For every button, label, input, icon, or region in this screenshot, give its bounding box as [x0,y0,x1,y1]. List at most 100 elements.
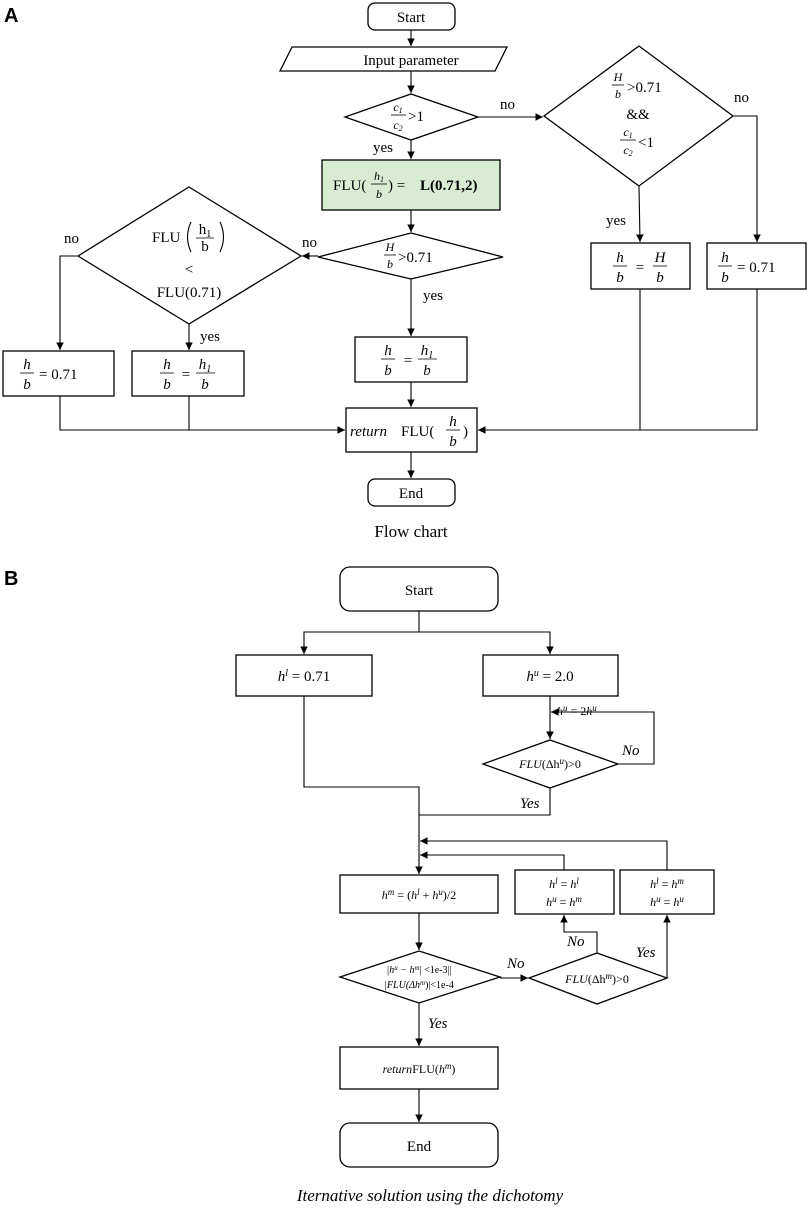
svg-text:H: H [654,250,667,266]
svg-text:|FLU(Δhm)|<1e-4: |FLU(Δhm)|<1e-4 [384,979,454,991]
svg-text:no: no [734,90,749,106]
b-cond-flu-hu-node: FLU(Δhu)>0 [481,739,620,789]
svg-text:b: b [656,270,664,286]
svg-text:h1: h1 [421,343,434,361]
svg-text:h: h [616,250,624,266]
svg-text:h: h [449,414,457,430]
svg-text:h1: h1 [374,169,384,184]
svg-text:|hu − hm| <1e-3||: |hu − hm| <1e-3|| [387,964,452,976]
svg-text:=: = [182,367,190,383]
svg-text:h1: h1 [199,357,212,375]
svg-text:L(0.71,2): L(0.71,2) [420,178,478,194]
a-return-node: return FLU( h b ) [345,407,478,453]
svg-text:c1: c1 [393,100,402,115]
svg-text:FLU(: FLU( [333,178,366,194]
svg-text:yes: yes [606,213,626,229]
svg-text:h: h [163,357,171,373]
svg-text:FLU(Δhu)>0: FLU(Δhu)>0 [518,756,581,771]
b-hu-update-label: hu = 2hu [557,703,597,718]
b-assign-no-node: hl = hl hu = hm [514,869,615,915]
svg-text:b: b [615,87,621,101]
svg-text:b: b [201,377,209,393]
a-end-node: End [367,478,456,507]
svg-text:H: H [613,70,624,84]
a-cond-hb-node: H b >0.71 [317,232,504,280]
panel-b: B Start hl = 0.71 hu = 2.0 hu = 2hu FLU(… [4,566,715,1205]
a-box-hb-h1b-mid: h b = h1 b [354,336,468,383]
b-cond-flu-hm-node: FLU(Δhm)>0 [527,952,669,1005]
svg-text:yes: yes [200,329,220,345]
svg-text:FLU(Δhm)>0: FLU(Δhm)>0 [564,971,629,986]
svg-text:hl = hm: hl = hm [650,876,684,891]
panel-b-letter: B [4,568,18,590]
panel-a-letter: A [4,5,18,27]
a-caption: Flow chart [374,522,447,541]
a-assign-flu-node: FLU( h1 b ) = L(0.71,2) [321,159,501,211]
svg-text:c2: c2 [393,118,402,133]
b-return-node: returnFLU(hm) [339,1046,499,1090]
b-edges [300,611,671,1122]
a-cond-c-node: c1 c2 >1 [343,93,481,141]
b-hu-init-node: hu = 2.0 [482,654,619,697]
b-cond-conv-node: |hu − hm| <1e-3|| |FLU(Δhm)|<1e-4 [337,950,503,1004]
svg-text:return: return [350,424,387,440]
b-hm-calc-node: hm = (hl + hu)/2 [339,874,499,914]
svg-text:b: b [616,270,624,286]
svg-text:no: no [500,97,515,113]
svg-text:b: b [376,187,382,201]
svg-text:>0.71: >0.71 [398,250,433,266]
svg-text:hl = 0.71: hl = 0.71 [278,668,331,685]
svg-text:h1: h1 [199,222,212,240]
svg-text:=: = [636,260,644,276]
svg-text:b: b [721,270,729,286]
a-end-label: End [399,486,424,502]
svg-text:): ) [463,424,468,440]
svg-text:no: no [64,231,79,247]
b-start-node: Start [339,566,499,612]
svg-text:FLU(0.71): FLU(0.71) [157,285,222,301]
svg-text:h: h [23,357,31,373]
svg-text:b: b [201,239,209,255]
svg-text:c1: c1 [623,125,632,140]
b-start-label: Start [405,583,434,599]
svg-text:yes: yes [373,140,393,156]
svg-text:No: No [621,743,640,759]
svg-text:b: b [23,377,31,393]
svg-text:returnFLU(hm): returnFLU(hm) [383,1061,456,1076]
svg-text:b: b [449,434,457,450]
svg-text:Yes: Yes [520,796,540,812]
svg-text:H: H [385,240,396,254]
svg-text:b: b [423,363,431,379]
a-start-node: Start [367,2,456,31]
svg-text:= 0.71: = 0.71 [737,260,775,276]
svg-text:No: No [506,956,525,972]
b-assign-yes-node: hl = hm hu = hu [619,869,715,915]
svg-text:<1: <1 [638,135,654,151]
svg-text:h: h [721,250,729,266]
svg-text:b: b [384,363,392,379]
a-cond-hb-c-node: H b >0.71 && c1 c2 <1 [542,45,735,187]
a-box-hb-Hb: h b = H b [590,242,691,290]
svg-text:b: b [387,257,393,271]
svg-text:= 0.71: = 0.71 [39,367,77,383]
svg-text:<: < [185,262,193,278]
a-cond-flu-node: FLU h1 b < FLU(0.71) [76,186,303,325]
a-input-label: Input parameter [363,53,458,69]
svg-text:&&: && [626,107,650,123]
svg-text:) =: ) = [388,178,405,194]
svg-text:hu = hu: hu = hu [650,894,684,909]
b-hl-init-node: hl = 0.71 [235,654,373,697]
b-edge-labels: No Yes No No Yes Yes [428,743,656,1032]
svg-text:=: = [404,353,412,369]
svg-text:hu = 2.0: hu = 2.0 [526,668,573,685]
b-end-node: End [339,1122,499,1168]
svg-text:hu = hm: hu = hm [546,894,582,909]
svg-text:hl = hl: hl = hl [549,876,579,891]
svg-text:h: h [384,343,392,359]
svg-text:b: b [163,377,171,393]
svg-text:FLU: FLU [152,230,181,246]
b-caption: Iternative solution using the dichotomy [296,1186,564,1205]
svg-text:hm = (hl + hu)/2: hm = (hl + hu)/2 [382,887,456,902]
a-edge-labels: no yes no yes no yes no yes [64,90,749,345]
